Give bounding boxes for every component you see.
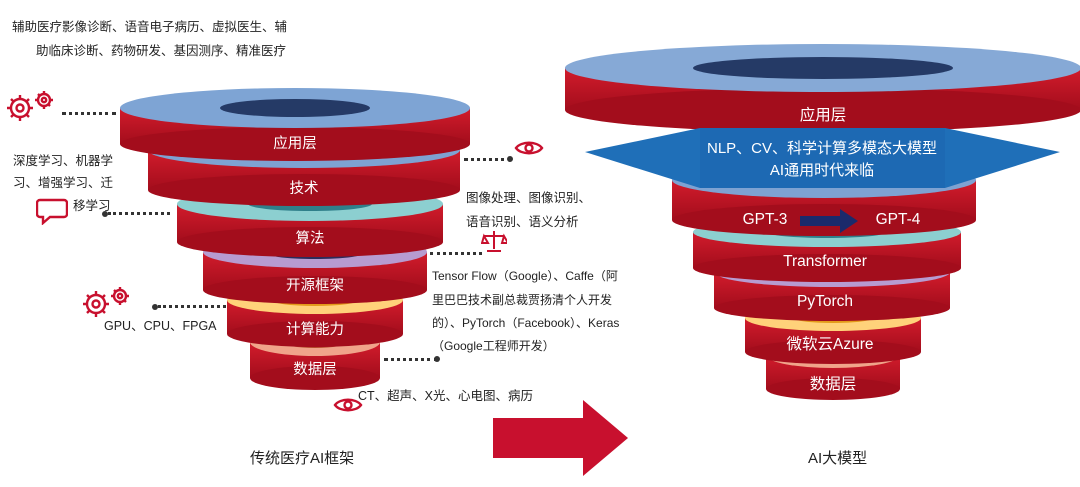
hardware-examples: GPU、CPU、FPGA: [104, 319, 217, 333]
connector-dot: [434, 356, 440, 362]
left-application-label: 应用层: [273, 136, 317, 152]
scale-icon: [481, 231, 507, 252]
eye-icon: [333, 398, 363, 412]
vision-examples-line1: 图像处理、图像识别、: [466, 191, 592, 205]
upgrade-arrow-icon: [800, 209, 858, 233]
banner-text: NLP、CV、科学计算多模态大模型 AI通用时代来临: [700, 134, 944, 190]
right-application-label: 应用层: [799, 107, 847, 124]
tech-examples-line2: 习、增强学习、迁: [13, 176, 114, 190]
left-framework-label: 开源框架: [286, 278, 344, 294]
application-examples-line1: 辅助医疗影像诊断、语音电子病历、虚拟医生、辅: [12, 20, 288, 34]
left-data-label: 数据层: [293, 362, 337, 378]
azure-label: 微软云Azure: [786, 336, 874, 353]
framework-examples-line4: （Google工程师开发）: [432, 339, 555, 353]
connector-dot: [152, 304, 158, 310]
pytorch-label: PyTorch: [797, 293, 853, 310]
framework-examples-line2: 里巴巴技术副总裁贾扬清个人开发: [432, 293, 613, 307]
left-caption: 传统医疗AI框架: [250, 450, 355, 467]
banner-line1: NLP、CV、科学计算多模态大模型: [706, 140, 938, 157]
connector-dot: [102, 211, 108, 217]
left-compute-label: 计算能力: [286, 322, 344, 338]
connector-data: [384, 358, 438, 361]
right-arrow-icon: [493, 400, 628, 476]
application-examples-line2: 助临床诊断、药物研发、基因测序、精准医疗: [36, 44, 287, 58]
vision-examples-line2: 语音识别、语义分析: [466, 215, 579, 229]
eye-icon: [514, 141, 544, 155]
right-layer-application: [565, 44, 1080, 132]
gear-icon: [83, 287, 129, 317]
gpt4-label: GPT-4: [875, 211, 921, 228]
left-algorithm-label: 算法: [295, 231, 325, 247]
gpt3-label: GPT-3: [742, 211, 788, 228]
connector-dot: [507, 156, 513, 162]
framework-examples-line3: 的）、PyTorch（Facebook）、Keras: [432, 316, 620, 330]
transformer-label: Transformer: [783, 253, 867, 270]
banner-line2: AI通用时代来临: [769, 162, 875, 179]
tech-examples-line1: 深度学习、机器学: [13, 154, 114, 168]
framework-examples-line1: Tensor Flow（Google）、Caffe（阿: [432, 269, 618, 283]
connector-top: [62, 112, 116, 115]
left-technology-label: 技术: [289, 181, 319, 197]
left-layer-application: [120, 88, 470, 161]
connector-framework: [430, 252, 482, 255]
speech-bubble-icon: [36, 198, 68, 225]
connector-vision: [464, 158, 512, 161]
tech-examples-line3: 移学习: [73, 199, 111, 213]
gear-icon: [7, 91, 53, 121]
right-data-label: 数据层: [809, 376, 857, 393]
data-examples: CT、超声、X光、心电图、病历: [358, 389, 534, 403]
right-caption: AI大模型: [808, 450, 868, 467]
connector-hardware: [158, 305, 226, 308]
connector-tech: [108, 212, 170, 215]
